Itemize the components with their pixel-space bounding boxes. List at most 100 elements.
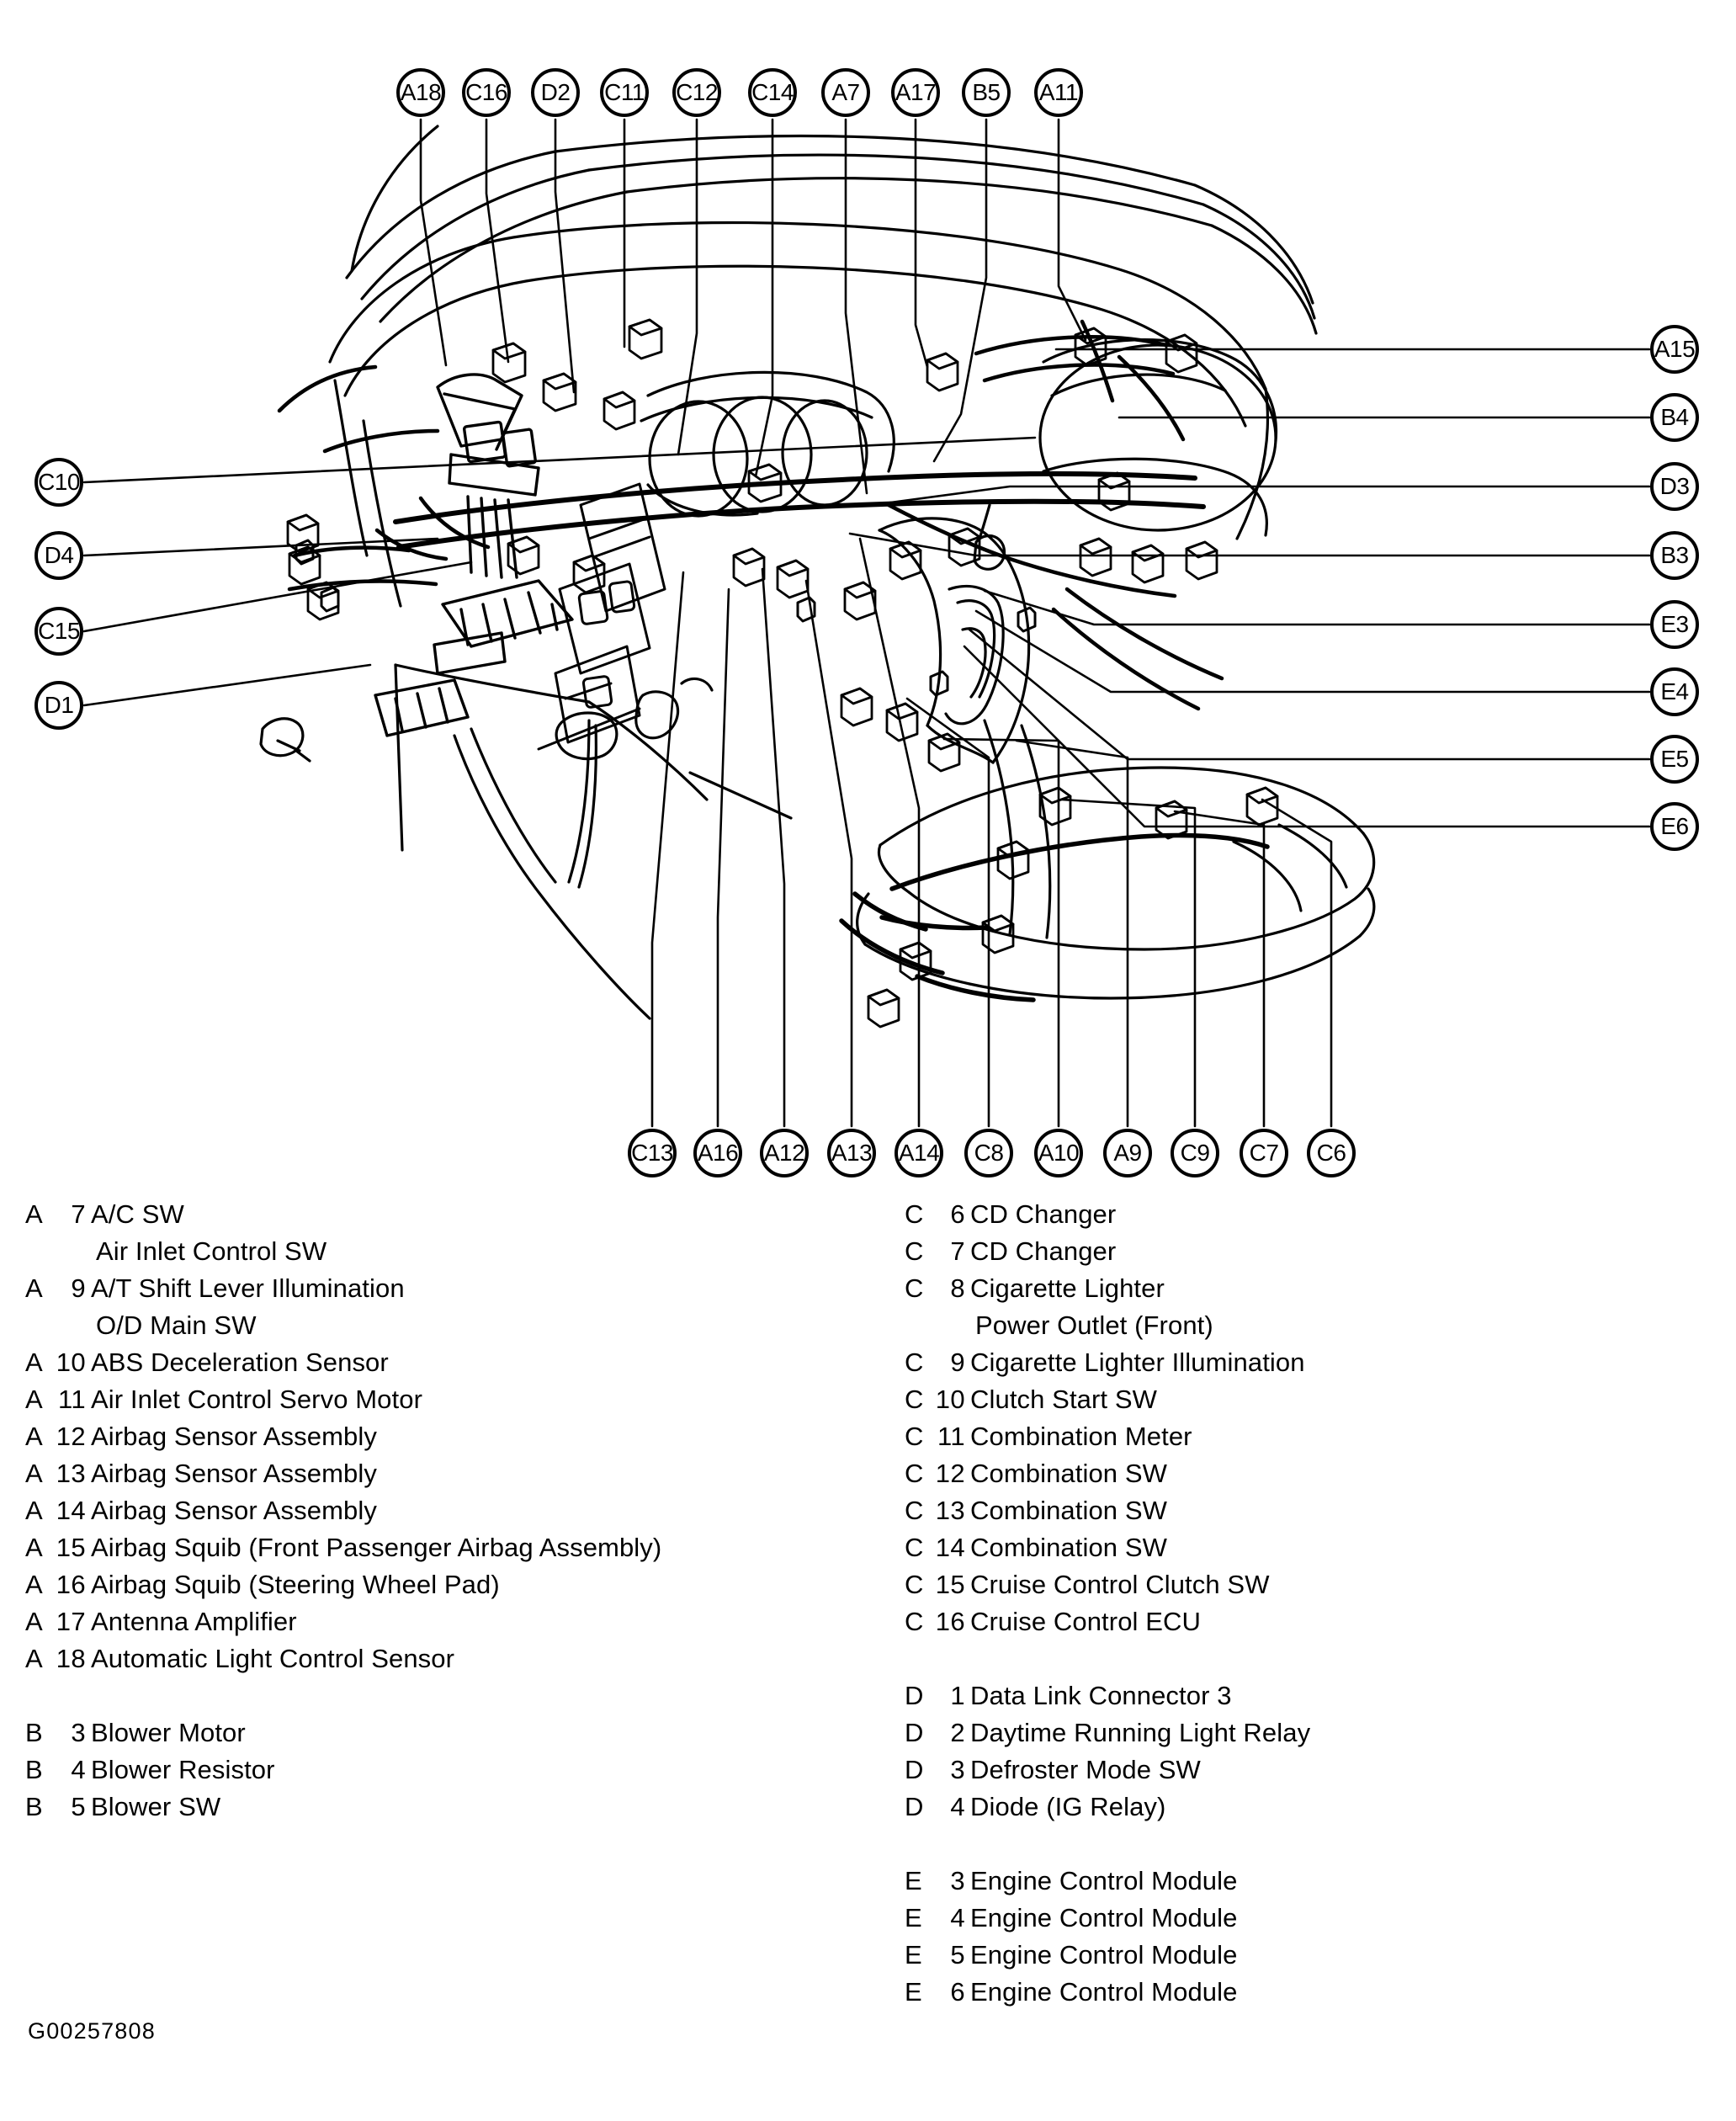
- callout-d2[interactable]: D2: [531, 68, 580, 117]
- legend-code-letter: A: [25, 1496, 44, 1525]
- leader-lines-left: [82, 436, 1037, 707]
- callout-label: C7: [1249, 1140, 1279, 1166]
- callout-d3[interactable]: D3: [1650, 462, 1699, 511]
- legend-item: Air Inlet Control SW: [25, 1236, 850, 1273]
- callout-c7[interactable]: C7: [1240, 1129, 1288, 1177]
- callout-c10[interactable]: C10: [35, 458, 83, 507]
- callout-e4[interactable]: E4: [1650, 667, 1699, 716]
- callout-label: E6: [1660, 813, 1689, 839]
- callout-label: C12: [676, 79, 718, 105]
- callout-a12[interactable]: A12: [760, 1129, 809, 1177]
- legend-code-letter: A: [25, 1348, 44, 1377]
- callout-label: C13: [631, 1140, 673, 1166]
- legend-code-number: 3: [950, 1866, 965, 1895]
- legend-item-description: Engine Control Module: [970, 1866, 1238, 1895]
- legend-code-letter: C: [905, 1348, 924, 1377]
- legend-code-number: 11: [937, 1422, 965, 1451]
- legend-code-letter: B: [25, 1755, 44, 1784]
- callout-c6[interactable]: C6: [1307, 1129, 1356, 1177]
- callout-label: A10: [1038, 1140, 1080, 1166]
- callout-a13[interactable]: A13: [827, 1129, 876, 1177]
- legend-item-description: Air Inlet Control SW: [96, 1236, 327, 1266]
- callout-c13[interactable]: C13: [628, 1129, 677, 1177]
- legend-item-description: Blower Motor: [91, 1718, 246, 1747]
- legend-item: Power Outlet (Front): [905, 1310, 1729, 1348]
- callout-d4[interactable]: D4: [35, 531, 83, 580]
- legend-code-letter: E: [905, 1903, 923, 1932]
- callout-a9[interactable]: A9: [1103, 1129, 1152, 1177]
- callout-a11[interactable]: A11: [1034, 68, 1083, 117]
- callout-e3[interactable]: E3: [1650, 600, 1699, 649]
- callout-b4[interactable]: B4: [1650, 393, 1699, 442]
- callout-label: C9: [1180, 1140, 1210, 1166]
- legend-item-description: Combination Meter: [970, 1422, 1192, 1451]
- callout-a18[interactable]: A18: [396, 68, 445, 117]
- leader-lines-top: [419, 118, 1087, 495]
- legend-code-number: 5: [950, 1940, 965, 1970]
- callout-c12[interactable]: C12: [672, 68, 721, 117]
- legend-code-letter: C: [905, 1273, 924, 1303]
- legend-item: O/D Main SW: [25, 1310, 850, 1348]
- legend-code-number: 14: [935, 1533, 965, 1562]
- legend-item-description: Cruise Control Clutch SW: [970, 1570, 1270, 1599]
- callout-label: E3: [1660, 611, 1689, 637]
- legend-code-letter: D: [905, 1681, 924, 1710]
- callout-e5[interactable]: E5: [1650, 735, 1699, 784]
- legend-item-description: Blower SW: [91, 1792, 221, 1821]
- callout-c15[interactable]: C15: [35, 607, 83, 656]
- callout-c16[interactable]: C16: [462, 68, 511, 117]
- legend-code-number: 14: [56, 1496, 86, 1525]
- callout-b5[interactable]: B5: [962, 68, 1011, 117]
- callout-a15[interactable]: A15: [1650, 325, 1699, 374]
- legend-item-description: Diode (IG Relay): [970, 1792, 1166, 1821]
- callout-c14[interactable]: C14: [748, 68, 797, 117]
- callout-b3[interactable]: B3: [1650, 531, 1699, 580]
- legend-code-letter: A: [25, 1385, 44, 1414]
- callout-label: A13: [831, 1140, 873, 1166]
- callout-d1[interactable]: D1: [35, 681, 83, 730]
- callout-a7[interactable]: A7: [821, 68, 870, 117]
- legend-code-letter: A: [25, 1570, 44, 1599]
- callout-label: C8: [974, 1140, 1004, 1166]
- legend-item-code: A 14: [25, 1496, 91, 1526]
- legend-item-description: Airbag Sensor Assembly: [91, 1496, 377, 1525]
- legend-code-number: 13: [56, 1459, 86, 1488]
- callout-c8[interactable]: C8: [964, 1129, 1013, 1177]
- legend-item-description: Clutch Start SW: [970, 1385, 1157, 1414]
- callout-e6[interactable]: E6: [1650, 802, 1699, 851]
- legend-code-number: 7: [71, 1199, 86, 1229]
- legend-item-description: Power Outlet (Front): [975, 1310, 1213, 1340]
- callout-a16[interactable]: A16: [693, 1129, 742, 1177]
- callout-c9[interactable]: C9: [1171, 1129, 1219, 1177]
- wiring-harness-left: [277, 364, 491, 592]
- callout-a10[interactable]: A10: [1034, 1129, 1083, 1177]
- callout-label: A18: [400, 79, 442, 105]
- legend-item-description: ABS Deceleration Sensor: [91, 1348, 389, 1377]
- legend-item-description: Engine Control Module: [970, 1977, 1238, 2007]
- legend-code-letter: E: [905, 1866, 923, 1895]
- legend-code-number: 10: [56, 1348, 86, 1377]
- callout-a14[interactable]: A14: [895, 1129, 943, 1177]
- legend-code-number: 8: [950, 1273, 965, 1303]
- legend-item-description: Daytime Running Light Relay: [970, 1718, 1311, 1747]
- callout-c11[interactable]: C11: [600, 68, 649, 117]
- callout-a17[interactable]: A17: [891, 68, 940, 117]
- callout-label: D4: [44, 542, 74, 568]
